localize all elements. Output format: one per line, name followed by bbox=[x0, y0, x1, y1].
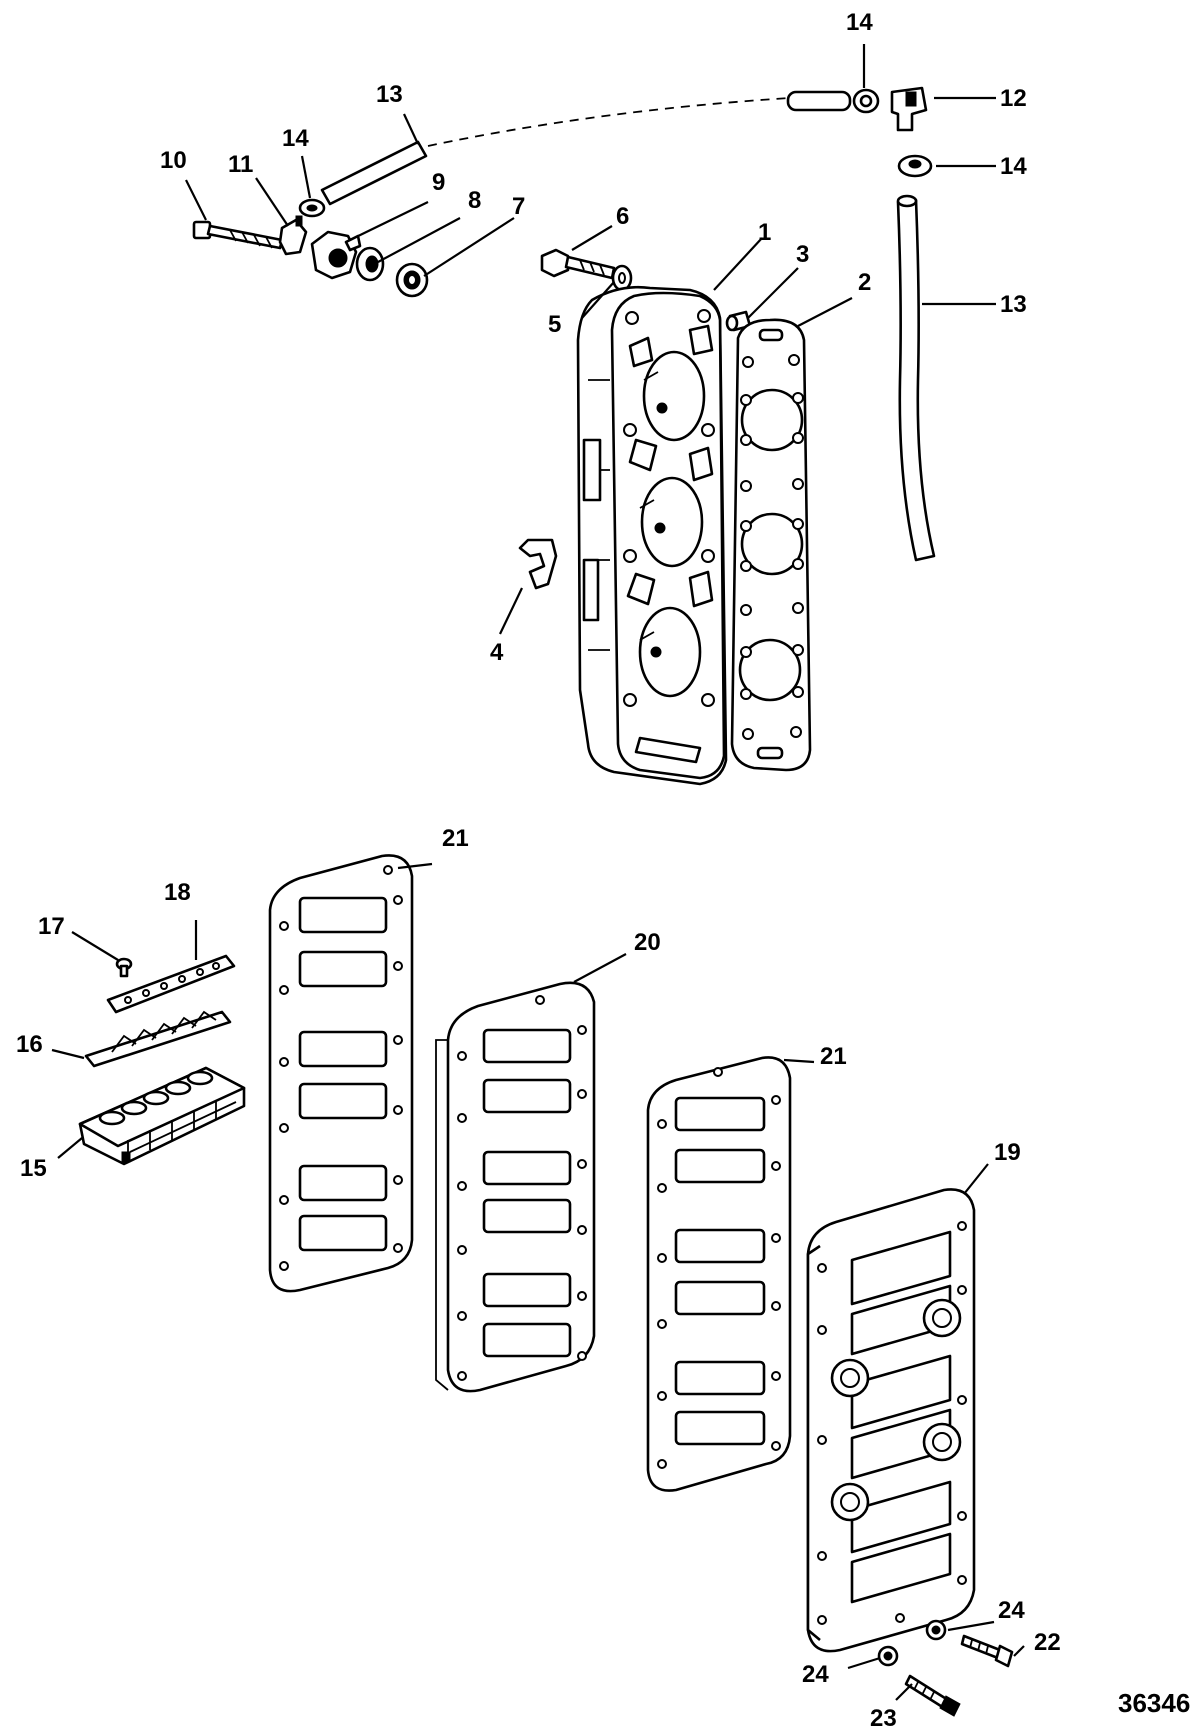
intake-adapter-plate-part-19 bbox=[806, 1188, 976, 1653]
washer-part-8 bbox=[355, 246, 385, 282]
callout-5: 5 bbox=[548, 311, 561, 338]
plate-19-holes bbox=[817, 1221, 967, 1625]
bolt-part-10 bbox=[192, 220, 284, 250]
callout-8: 8 bbox=[468, 187, 481, 214]
gasket-2-bolt-holes bbox=[740, 354, 804, 740]
callout-9: 9 bbox=[432, 169, 445, 196]
gasket-21-left-holes bbox=[279, 865, 403, 1271]
reed-stop-plate-part-18 bbox=[106, 954, 236, 1014]
callout-labels: 1 2 3 4 5 6 7 8 9 10 11 12 13 13 14 14 1… bbox=[16, 9, 1061, 1732]
callout-23: 23 bbox=[870, 1705, 897, 1732]
hose-part-13-top bbox=[786, 90, 852, 112]
callout-22: 22 bbox=[1034, 1629, 1061, 1656]
callout-21-left: 21 bbox=[442, 825, 469, 852]
callout-13-right: 13 bbox=[1000, 291, 1027, 318]
gasket-21-right-holes bbox=[657, 1067, 781, 1469]
bolt-part-6 bbox=[540, 248, 616, 280]
callout-1: 1 bbox=[758, 219, 771, 246]
hose-part-13-short bbox=[320, 140, 428, 206]
spacer-20-holes bbox=[457, 995, 587, 1381]
elbow-fitting-part-12 bbox=[890, 86, 928, 132]
callout-3: 3 bbox=[796, 241, 809, 268]
fitting-part-11 bbox=[278, 215, 308, 256]
callout-19: 19 bbox=[994, 1139, 1021, 1166]
hose-routing-line bbox=[427, 97, 791, 147]
reed-gasket-part-21-right bbox=[646, 1056, 792, 1492]
reed-gasket-part-21-left bbox=[268, 854, 414, 1293]
seal-part-7 bbox=[395, 262, 429, 298]
spacer-plate-part-20 bbox=[435, 981, 596, 1393]
reed-petals-part-16 bbox=[84, 1010, 232, 1068]
callout-11: 11 bbox=[228, 151, 253, 178]
cylinder-head-part-1 bbox=[576, 285, 728, 786]
callout-20: 20 bbox=[634, 929, 661, 956]
head-gasket-part-2 bbox=[730, 318, 812, 772]
clamp-part-14-left bbox=[298, 198, 326, 218]
leader-lines bbox=[51, 44, 1025, 1701]
washer-part-5 bbox=[611, 264, 633, 292]
callout-17: 17 bbox=[38, 913, 65, 940]
callout-13-top: 13 bbox=[376, 81, 403, 108]
callout-6: 6 bbox=[616, 203, 629, 230]
callout-15: 15 bbox=[20, 1155, 47, 1182]
callout-14-left: 14 bbox=[282, 125, 309, 152]
callout-7: 7 bbox=[512, 193, 525, 220]
clamp-part-14-top bbox=[852, 88, 880, 114]
callout-14-right: 14 bbox=[1000, 153, 1027, 180]
callout-24-upper: 24 bbox=[998, 1597, 1025, 1624]
housing-part-9 bbox=[310, 230, 362, 280]
clip-part-4 bbox=[518, 538, 558, 590]
screw-part-22 bbox=[960, 1634, 1014, 1668]
washer-part-24-lower bbox=[877, 1645, 899, 1667]
callout-21-right: 21 bbox=[820, 1043, 847, 1070]
callout-24-lower: 24 bbox=[802, 1661, 829, 1688]
hose-part-13-long bbox=[896, 194, 936, 562]
washer-part-24-upper bbox=[925, 1619, 947, 1641]
callout-2: 2 bbox=[858, 269, 871, 296]
callout-4: 4 bbox=[490, 639, 504, 666]
reed-block-part-15 bbox=[78, 1066, 246, 1166]
clamp-part-14-right bbox=[897, 154, 933, 178]
figure-number: 36346 bbox=[1118, 1688, 1190, 1718]
callout-14-top: 14 bbox=[846, 9, 873, 36]
callout-12: 12 bbox=[1000, 85, 1027, 112]
callout-18: 18 bbox=[164, 879, 191, 906]
dowel-pin-part-3 bbox=[725, 310, 752, 332]
screw-part-23 bbox=[904, 1674, 961, 1717]
callout-10: 10 bbox=[160, 147, 187, 174]
screw-part-17 bbox=[115, 957, 133, 978]
callout-16: 16 bbox=[16, 1031, 43, 1058]
